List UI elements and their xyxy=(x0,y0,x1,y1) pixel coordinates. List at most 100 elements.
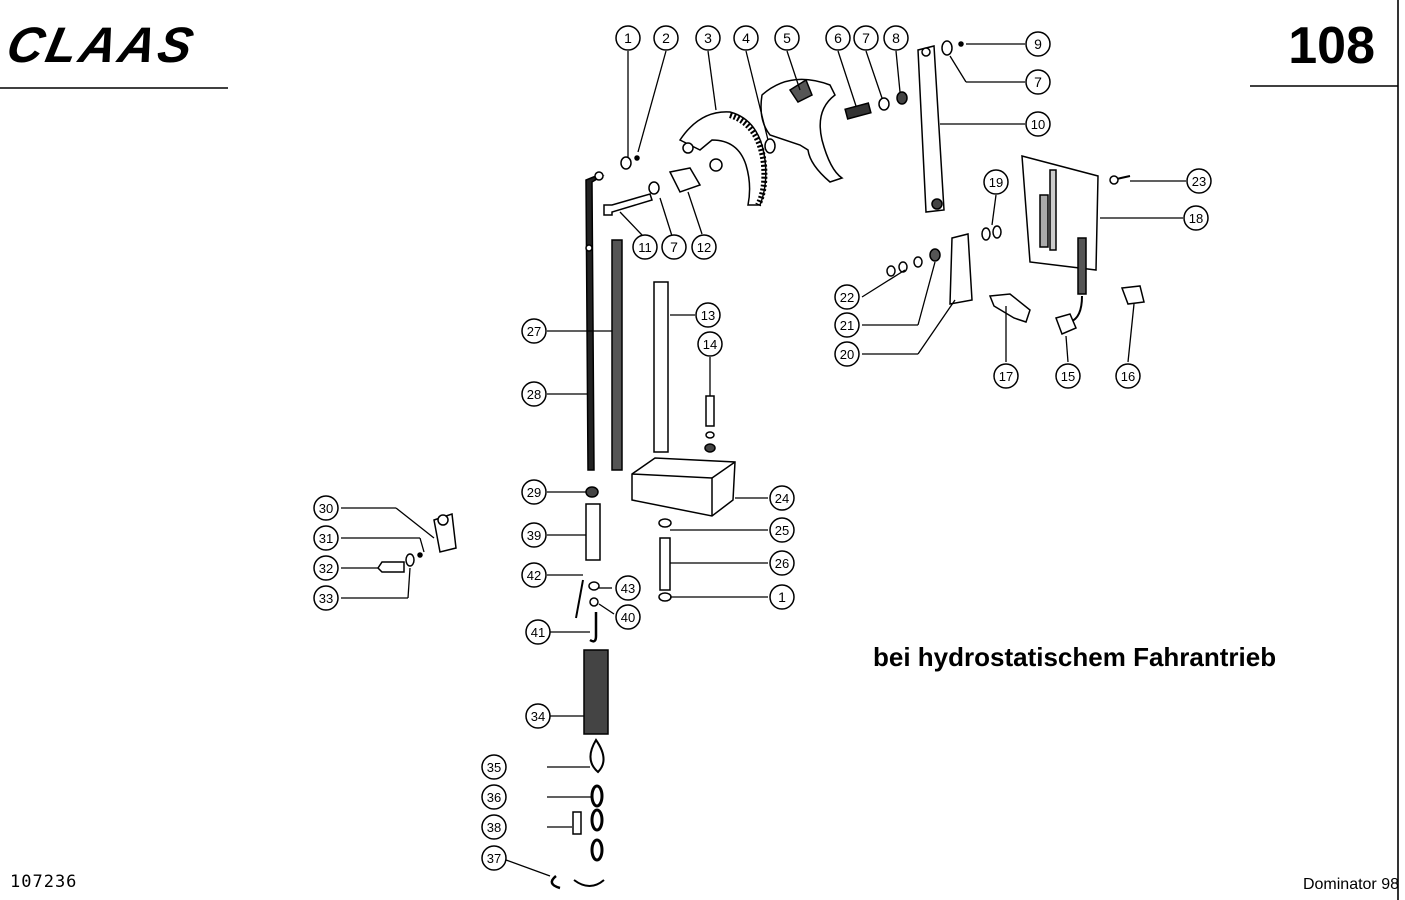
callout-circle xyxy=(313,525,339,551)
callout-41: 41 xyxy=(525,619,551,645)
callout-circle xyxy=(769,584,795,610)
callout-7: 7 xyxy=(853,25,879,51)
callout-24: 24 xyxy=(769,485,795,511)
callout-18: 18 xyxy=(1183,205,1209,231)
callout-number: 9 xyxy=(1034,36,1042,52)
callout-circle xyxy=(1055,363,1081,389)
callout-circle xyxy=(615,575,641,601)
callout-number: 37 xyxy=(487,851,501,866)
callout-circle xyxy=(525,619,551,645)
callout-43: 43 xyxy=(615,575,641,601)
callout-17: 17 xyxy=(993,363,1019,389)
drawing-number: 107236 xyxy=(10,872,78,892)
callout-number: 15 xyxy=(1061,369,1075,384)
bearing-block-part xyxy=(631,457,736,517)
callout-number: 8 xyxy=(892,30,900,46)
callout-22: 22 xyxy=(834,284,860,310)
callout-5: 5 xyxy=(774,25,800,51)
callout-circle xyxy=(661,234,687,260)
callout-number: 35 xyxy=(487,760,501,775)
callout-circle xyxy=(521,381,547,407)
callout-25: 25 xyxy=(769,517,795,543)
callout-2: 2 xyxy=(653,25,679,51)
bolt-part xyxy=(603,193,653,216)
callout-4: 4 xyxy=(733,25,759,51)
callout-20: 20 xyxy=(834,341,860,367)
sleeve-part xyxy=(585,503,601,561)
callout-number: 32 xyxy=(319,561,333,576)
callout-19: 19 xyxy=(983,169,1009,195)
callout-circle xyxy=(521,318,547,344)
callout-number: 7 xyxy=(862,30,870,46)
callout-circle xyxy=(993,363,1019,389)
callout-number: 29 xyxy=(527,485,541,500)
callout-circle xyxy=(983,169,1009,195)
callout-28: 28 xyxy=(521,381,547,407)
callout-circle xyxy=(525,703,551,729)
callout-circle xyxy=(615,25,641,51)
callout-circle xyxy=(1025,69,1051,95)
callout-circle xyxy=(695,302,721,328)
callout-number: 17 xyxy=(999,369,1013,384)
callout-circle xyxy=(695,25,721,51)
callout-circle xyxy=(1186,168,1212,194)
callout-circle xyxy=(769,550,795,576)
spring-part xyxy=(611,239,623,471)
callout-circle xyxy=(615,604,641,630)
callout-circle xyxy=(1115,363,1141,389)
callout-number: 30 xyxy=(319,501,333,516)
callout-35: 35 xyxy=(481,754,507,780)
gear-segment-part xyxy=(678,111,767,206)
tension-spring-part xyxy=(583,649,609,735)
callout-number: 38 xyxy=(487,820,501,835)
callout-number: 31 xyxy=(319,531,333,546)
callout-number: 41 xyxy=(531,625,545,640)
model-label: Dominator 98 xyxy=(1302,876,1399,893)
callout-number: 7 xyxy=(1034,74,1042,90)
callout-circle xyxy=(691,234,717,260)
cam-plate-part xyxy=(760,78,844,183)
callout-number: 10 xyxy=(1031,117,1045,132)
callout-number: 21 xyxy=(840,318,854,333)
callout-36: 36 xyxy=(481,784,507,810)
callout-16: 16 xyxy=(1115,363,1141,389)
diagram-caption: bei hydrostatischem Fahrantrieb xyxy=(873,642,1277,672)
callout-number: 11 xyxy=(638,240,652,255)
callout-10: 10 xyxy=(1025,111,1051,137)
callout-number: 26 xyxy=(775,556,789,571)
callout-number: 4 xyxy=(742,30,750,46)
callout-circle xyxy=(521,479,547,505)
callout-circle xyxy=(769,485,795,511)
callout-circle xyxy=(521,522,547,548)
parts-drawing xyxy=(377,40,1145,890)
callout-number: 18 xyxy=(1189,211,1203,226)
callout-number: 6 xyxy=(834,30,842,46)
callout-circle xyxy=(733,25,759,51)
callout-number: 23 xyxy=(1192,174,1206,189)
callout-number: 25 xyxy=(775,523,789,538)
callout-9: 9 xyxy=(1025,31,1051,57)
callout-number: 16 xyxy=(1121,369,1135,384)
callout-14: 14 xyxy=(697,331,723,357)
callout-11: 11 xyxy=(632,234,658,260)
callout-circle xyxy=(481,754,507,780)
callout-number: 12 xyxy=(697,240,711,255)
callout-29: 29 xyxy=(521,479,547,505)
callout-circle xyxy=(653,25,679,51)
page-number: 108 xyxy=(1288,17,1375,75)
callout-number: 1 xyxy=(624,30,632,46)
callout-circle xyxy=(1025,111,1051,137)
callout-21: 21 xyxy=(834,312,860,338)
callout-circle xyxy=(481,845,507,871)
callout-circle xyxy=(825,25,851,51)
callout-number: 1 xyxy=(778,589,786,605)
callout-circle xyxy=(853,25,879,51)
angle-bracket-part xyxy=(949,233,973,305)
callout-34: 34 xyxy=(525,703,551,729)
callout-number: 2 xyxy=(662,30,670,46)
callout-33: 33 xyxy=(313,585,339,611)
lever-part xyxy=(917,45,945,213)
leader-lines xyxy=(341,43,1186,877)
